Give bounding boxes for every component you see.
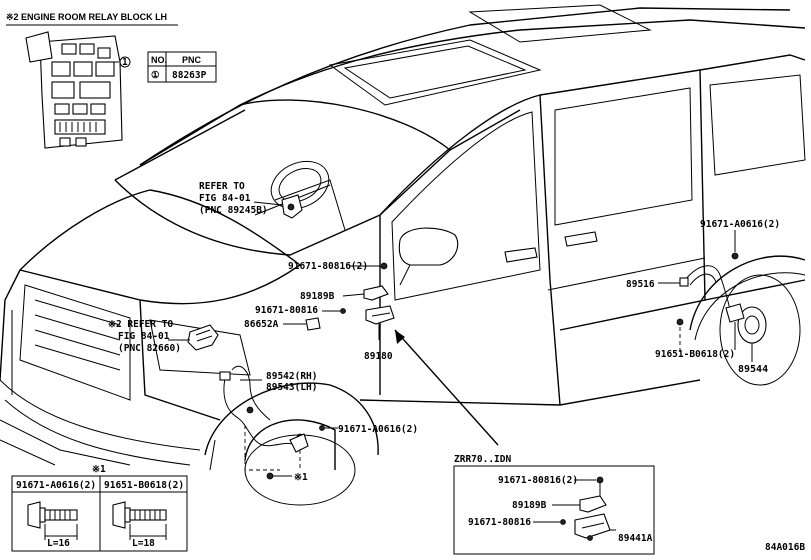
label-89189b: 89189B bbox=[300, 291, 335, 302]
part-86652a bbox=[305, 317, 321, 331]
table-cell-pnc: 88263P bbox=[172, 70, 207, 81]
label-89543: 89543(LH) bbox=[266, 382, 317, 393]
relay-callout-number: 1 bbox=[122, 57, 128, 68]
inset-part-a: 89189B bbox=[512, 500, 547, 511]
inset-bolt-b-mark bbox=[560, 519, 566, 525]
sensor-cluster: 91671-80816(2) 89189B 91671-80816 89180 … bbox=[244, 261, 395, 362]
part-89189b bbox=[363, 285, 389, 301]
refer-steering-line1: REFER TO bbox=[199, 181, 245, 192]
rear-sensor-head bbox=[725, 303, 745, 323]
label-rear-bolt2: 91651-B0618(2) bbox=[655, 349, 735, 360]
relay-pnc-table: NO. PNC ① 88263P bbox=[147, 51, 217, 83]
table-header-pnc: PNC bbox=[182, 55, 202, 65]
bolt-upper-mark bbox=[380, 262, 388, 270]
front-sensor-head bbox=[289, 433, 309, 453]
refer-steering-line3: (PNC 89245B) bbox=[199, 205, 268, 216]
fastener-left-pnc: 91671-A0616(2) bbox=[16, 480, 96, 491]
relay-callout-circle bbox=[119, 56, 131, 68]
front-sensor-bolt bbox=[266, 472, 274, 480]
inset-bolt-a-mark bbox=[596, 476, 604, 484]
label-rear-bolt: 91671-A0616(2) bbox=[700, 219, 780, 230]
table-cell-no: ① bbox=[151, 70, 160, 81]
label-89542: 89542(RH) bbox=[266, 371, 317, 382]
label-bolt-front: 91671-A0616(2) bbox=[338, 424, 418, 435]
inset-part-a-drawing bbox=[579, 495, 607, 513]
steering-sensor-callout: REFER TO FIG 84-01 (PNC 89245B) bbox=[199, 181, 303, 219]
label-bolt-upper: 91671-80816(2) bbox=[288, 261, 368, 272]
fastener-right-pnc: 91651-B0618(2) bbox=[104, 480, 184, 491]
table-header-no: NO. bbox=[151, 55, 167, 65]
label-89180: 89180 bbox=[364, 351, 393, 362]
rear-upper-bolt bbox=[731, 252, 739, 260]
label-89544: 89544 bbox=[738, 364, 768, 375]
bolt-mid-mark bbox=[340, 308, 346, 314]
fastener-note: ※1 bbox=[92, 464, 106, 475]
refer-steering-line2: FIG 84-01 bbox=[199, 193, 251, 204]
refer-relay-line1: ※2 REFER TO bbox=[108, 319, 173, 330]
inset-title: ZRR70..IDN bbox=[454, 454, 511, 465]
leader-steering bbox=[253, 201, 283, 206]
bolt-drawing-left bbox=[27, 501, 78, 540]
relay-block-drawing bbox=[25, 31, 123, 149]
figure-code: 84A016B bbox=[765, 542, 805, 553]
rear-wheel-sensor: 91671-A0616(2) 89516 91651-B0618(2) 8954… bbox=[626, 219, 780, 375]
inset-bolt-b: 91671-80816 bbox=[468, 517, 531, 528]
relay-block-inset: ※2 ENGINE ROOM RELAY BLOCK LH bbox=[6, 12, 217, 149]
relay-block-title: ※2 ENGINE ROOM RELAY BLOCK LH bbox=[6, 12, 167, 22]
relay-ref-callout: ※2 REFER TO FIG 84-01 (PNC 82660) bbox=[108, 319, 219, 354]
label-89516: 89516 bbox=[626, 279, 655, 290]
front-wheel-sensor: 89542(RH) 89543(LH) 91671-A0616(2) ※1 bbox=[219, 365, 418, 483]
label-ref-x1: ※1 bbox=[294, 472, 308, 483]
inset-part-b: 89441A bbox=[618, 533, 653, 544]
refer-relay-line2: FIG 84-01 bbox=[118, 331, 170, 342]
fastener-right-length: L=18 bbox=[132, 538, 155, 549]
bolt-drawing-right bbox=[112, 501, 167, 540]
label-bolt-mid: 91671-80816 bbox=[255, 305, 318, 316]
refer-relay-line3: (PNC 82660) bbox=[118, 343, 181, 354]
inset-bolt-a: 91671-80816(2) bbox=[498, 475, 578, 486]
zrr70-inset: ZRR70..IDN 91671-80816(2) 89189B 91671-8… bbox=[453, 454, 655, 555]
inset-frame bbox=[453, 465, 655, 555]
fastener-table: ※1 91671-A0616(2) 91651-B0618(2) L=16 bbox=[11, 464, 188, 552]
inset-pointer-arrow bbox=[394, 329, 499, 446]
relay-ref-part bbox=[187, 324, 219, 351]
label-86652a: 86652A bbox=[244, 319, 279, 330]
fastener-left-length: L=16 bbox=[47, 538, 70, 549]
